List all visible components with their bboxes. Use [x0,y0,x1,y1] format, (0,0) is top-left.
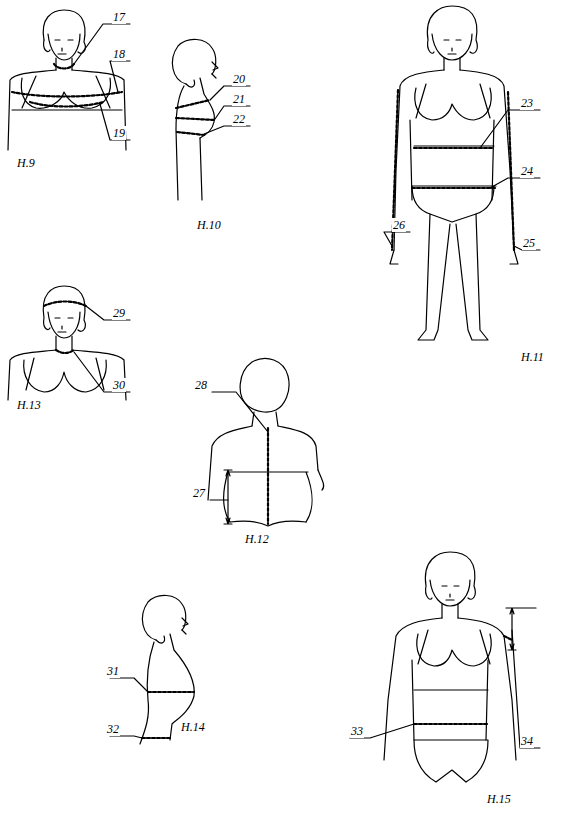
figure-full-front [384,6,540,340]
callout-number: 33 [350,724,364,738]
figure-label: Н.14 [180,720,206,734]
callout-number: 22 [232,112,246,126]
callout-number: 34 [520,734,534,748]
callout-number: 17 [112,10,126,24]
figure-label: Н.11 [520,350,545,364]
callout-number: 26 [392,218,406,232]
figure-front-hips [350,552,540,782]
figure-side-bust [172,39,250,200]
figure-back [208,358,324,526]
figure-label: Н.9 [16,156,36,170]
callout-number: 25 [522,236,536,250]
figure-label: Н.10 [196,218,222,232]
figure-label: Н.15 [486,792,512,806]
callout-number: 23 [520,96,534,110]
callout-number: 31 [106,664,120,678]
figure-label: Н.13 [16,398,42,412]
callout-number: 27 [192,486,206,500]
callout-number: 29 [112,306,126,320]
callout-number: 28 [194,378,208,392]
figure-label: Н.12 [244,532,270,546]
callout-number: 21 [232,92,246,106]
callout-number: 32 [106,722,120,736]
figure-head-neck [8,286,130,400]
callout-number: 19 [112,126,126,140]
callout-number: 30 [112,378,126,392]
callout-number: 20 [232,72,246,86]
callout-number: 18 [112,47,126,61]
figure-front-bust [8,10,130,150]
callout-number: 24 [520,164,534,178]
